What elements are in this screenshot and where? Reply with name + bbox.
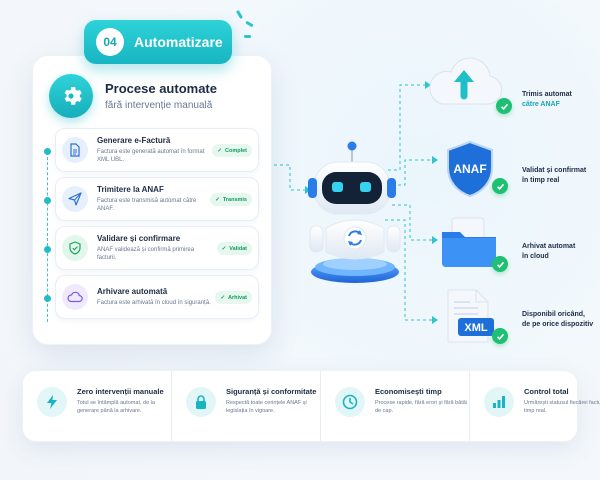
status-badge: ✓Arhivat	[215, 291, 252, 304]
section-number: 04	[96, 28, 124, 56]
lightning-icon	[37, 387, 67, 417]
feature-description: Urmărești statusul fiecărei facturi în t…	[524, 400, 600, 414]
xml-file-icon: XML	[440, 288, 500, 351]
svg-text:ANAF: ANAF	[453, 162, 486, 176]
timeline-dot	[44, 148, 51, 155]
status-badge: ✓Complet	[212, 144, 252, 157]
feature-item: Siguranță și conformitate Respectă toate…	[171, 371, 320, 441]
send-icon	[62, 186, 88, 212]
check-icon: ✓	[221, 245, 227, 252]
check-icon: ✓	[220, 294, 226, 301]
lock-icon	[186, 387, 216, 417]
result-label: Arhivat automat în cloud	[522, 243, 576, 261]
feature-description: Totul se întâmplă automat, de la generar…	[77, 400, 155, 414]
result-label: Trimis automat către ANAF	[522, 91, 572, 109]
result-item-archived: Arhivat automat în cloud	[440, 214, 600, 284]
feature-title: Economisești timp	[375, 387, 442, 396]
feature-item: Zero intervenții manuale Totul se întâmp…	[23, 371, 171, 441]
document-icon	[62, 137, 88, 163]
cloud-upload-icon	[424, 52, 504, 117]
result-item-available: XML Disponibil oricând, de pe orice disp…	[440, 288, 600, 358]
status-badge: ✓Transmis	[210, 193, 252, 206]
card-header: Procese automate fără intervenție manual…	[49, 74, 217, 118]
card-subtitle: fără intervenție manuală	[105, 100, 213, 111]
step-title: Generare e-Factură	[97, 135, 171, 145]
feature-item: Control total Urmărești statusul fiecăre…	[469, 371, 600, 441]
folder-icon	[438, 214, 500, 275]
clock-icon	[335, 387, 365, 417]
steps-list: Generare e-Factură Factura este generată…	[55, 128, 259, 324]
section-header-pill: 04 Automatizare	[84, 20, 232, 64]
features-strip: Zero intervenții manuale Totul se întâmp…	[22, 370, 600, 442]
robot-illustration	[300, 140, 410, 290]
check-icon: ✓	[215, 196, 220, 203]
process-card: Procese automate fără intervenție manual…	[32, 55, 272, 345]
feature-description: Procese rapide, fără erori și fără bătăi…	[375, 400, 468, 414]
result-label: Disponibil oricând, de pe orice dispozit…	[522, 311, 594, 329]
bar-chart-icon	[484, 387, 514, 417]
timeline-dot	[44, 197, 51, 204]
feature-title: Control total	[524, 387, 569, 396]
step-item[interactable]: Validare și confirmare ANAF validează și…	[55, 226, 259, 270]
check-icon	[492, 256, 508, 272]
card-title: Procese automate	[105, 81, 217, 96]
svg-text:XML: XML	[464, 322, 488, 334]
anaf-shield-icon: ANAF	[444, 140, 496, 203]
step-description: Factura este transmisă automat către ANA…	[97, 197, 197, 212]
check-icon: ✓	[217, 147, 222, 154]
step-title: Validare și confirmare	[97, 233, 181, 243]
step-item[interactable]: Generare e-Factură Factura este generată…	[55, 128, 259, 172]
check-icon	[492, 328, 508, 344]
feature-item: Economisești timp Procese rapide, fără e…	[320, 371, 469, 441]
feature-title: Siguranță și conformitate	[226, 387, 317, 396]
timeline-line	[47, 152, 48, 322]
feature-title: Zero intervenții manuale	[77, 387, 164, 396]
feature-description: Respectă toate cerințele ANAF și legisla…	[226, 400, 307, 414]
shield-check-icon	[62, 235, 88, 261]
result-item-validated: ANAF Validat și confirmat în timp real	[440, 140, 600, 210]
status-badge: ✓Validat	[216, 242, 252, 255]
gear-icon	[49, 74, 93, 118]
cloud-icon	[62, 284, 88, 310]
step-description: Factura este arhivată în cloud în sigura…	[97, 299, 211, 306]
step-description: ANAF validează și confirmă primirea fact…	[97, 246, 195, 261]
result-label: Validat și confirmat în timp real	[522, 167, 587, 185]
step-title: Arhivare automată	[97, 286, 168, 296]
result-item-sent: Trimis automat către ANAF	[429, 52, 600, 122]
check-icon	[496, 98, 512, 114]
step-item[interactable]: Trimitere la ANAF Factura este transmisă…	[55, 177, 259, 221]
timeline-dot	[44, 295, 51, 302]
step-item[interactable]: Arhivare automată Factura este arhivată …	[55, 275, 259, 319]
step-description: Factura este generată automat în format …	[97, 148, 205, 163]
check-icon	[492, 178, 508, 194]
timeline-dot	[44, 246, 51, 253]
section-title: Automatizare	[134, 34, 223, 50]
step-title: Trimitere la ANAF	[97, 184, 164, 194]
